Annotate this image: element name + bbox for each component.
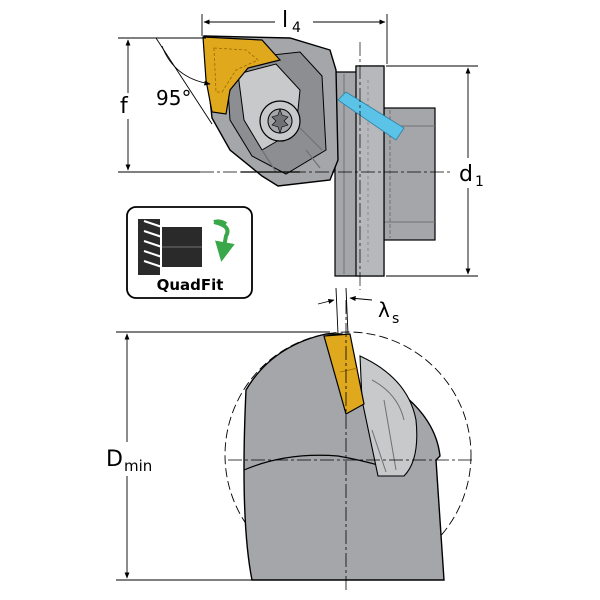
dimension-l4: l 4 [201, 5, 388, 64]
l4-label: l [282, 8, 288, 33]
angle-label: 95° [156, 86, 191, 110]
lambda-s-indicator: λ s [317, 287, 399, 335]
lambda-s-label: λ [378, 298, 390, 322]
clamp-screw [259, 100, 301, 142]
d1-label: d [459, 162, 473, 187]
dimension-dmin: D min [104, 331, 348, 581]
bottom-view [224, 300, 472, 590]
f-label: f [120, 94, 129, 119]
coolant-channel [337, 91, 405, 141]
dmin-label: D [106, 447, 123, 472]
cutting-insert [202, 36, 282, 115]
top-view [200, 35, 450, 290]
insert-side-view [323, 333, 365, 415]
l4-subscript: 4 [292, 20, 301, 36]
quadfit-badge: QuadFit [126, 206, 253, 299]
quadfit-coupling-icon [138, 219, 202, 275]
dimension-f: f [116, 37, 206, 173]
angle-95: 95° [155, 37, 213, 125]
dimension-d1: d 1 [386, 65, 492, 277]
d1-subscript: 1 [475, 174, 484, 190]
quadfit-label: QuadFit [157, 276, 224, 294]
lambda-s-subscript: s [392, 311, 399, 327]
rotation-arrow-icon [213, 219, 235, 262]
dmin-subscript: min [124, 457, 152, 475]
